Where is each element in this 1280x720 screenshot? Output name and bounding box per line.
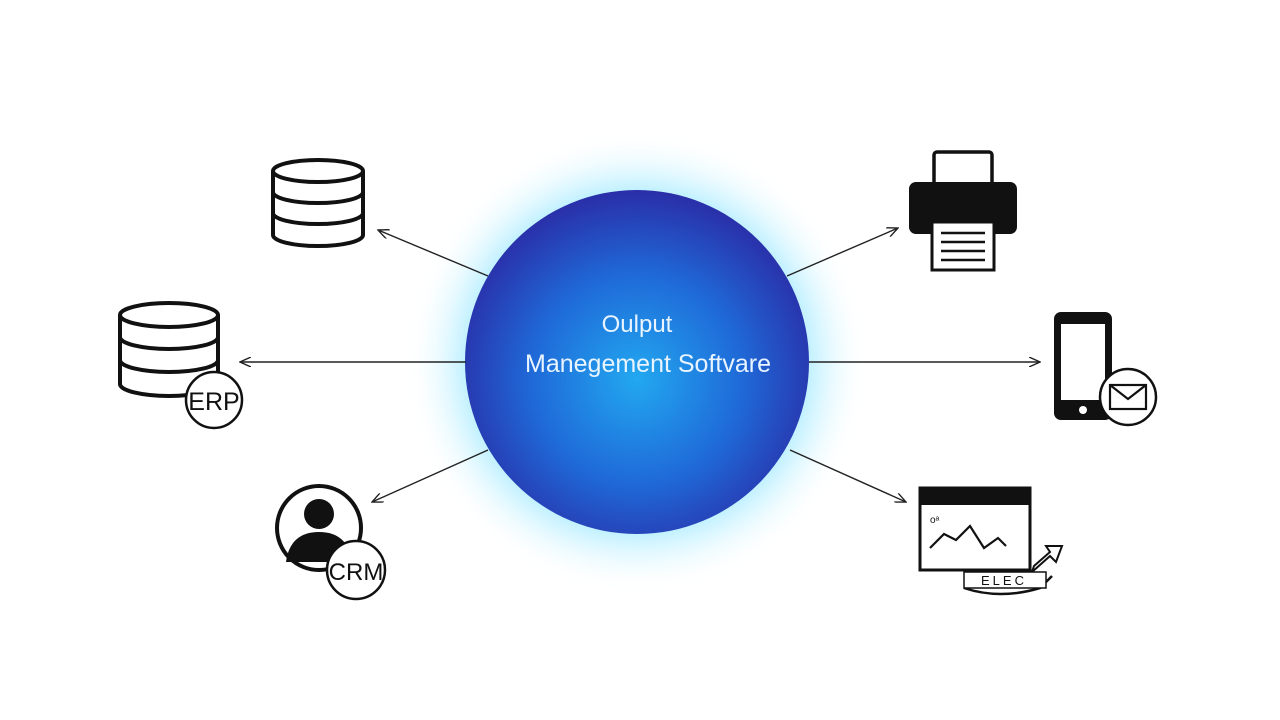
erp-database-icon xyxy=(118,301,220,398)
chart-report-icon: oᵃ xyxy=(918,486,1064,596)
mobile-phone-icon xyxy=(1054,312,1112,420)
hub-title-line2: Manegement Softvare xyxy=(525,350,771,378)
report-label: ELEC xyxy=(981,573,1027,588)
crm-label: CRM xyxy=(329,559,384,586)
database-icon xyxy=(271,158,365,248)
erp-badge xyxy=(184,370,244,430)
arrow-to-database xyxy=(378,230,489,277)
arrow-to-crm xyxy=(372,449,489,502)
report-label-box xyxy=(963,571,1047,589)
arrow-to-report xyxy=(789,449,906,502)
svg-text:oᵃ: oᵃ xyxy=(930,515,940,526)
printer-icon xyxy=(909,150,1017,272)
envelope-icon xyxy=(1098,367,1158,427)
crm-badge xyxy=(325,539,387,601)
hub-title-line1: Oulput xyxy=(602,311,673,338)
erp-label: ERP xyxy=(188,388,239,416)
arrow-to-printer xyxy=(786,228,898,277)
hub-circle[interactable] xyxy=(465,190,809,534)
